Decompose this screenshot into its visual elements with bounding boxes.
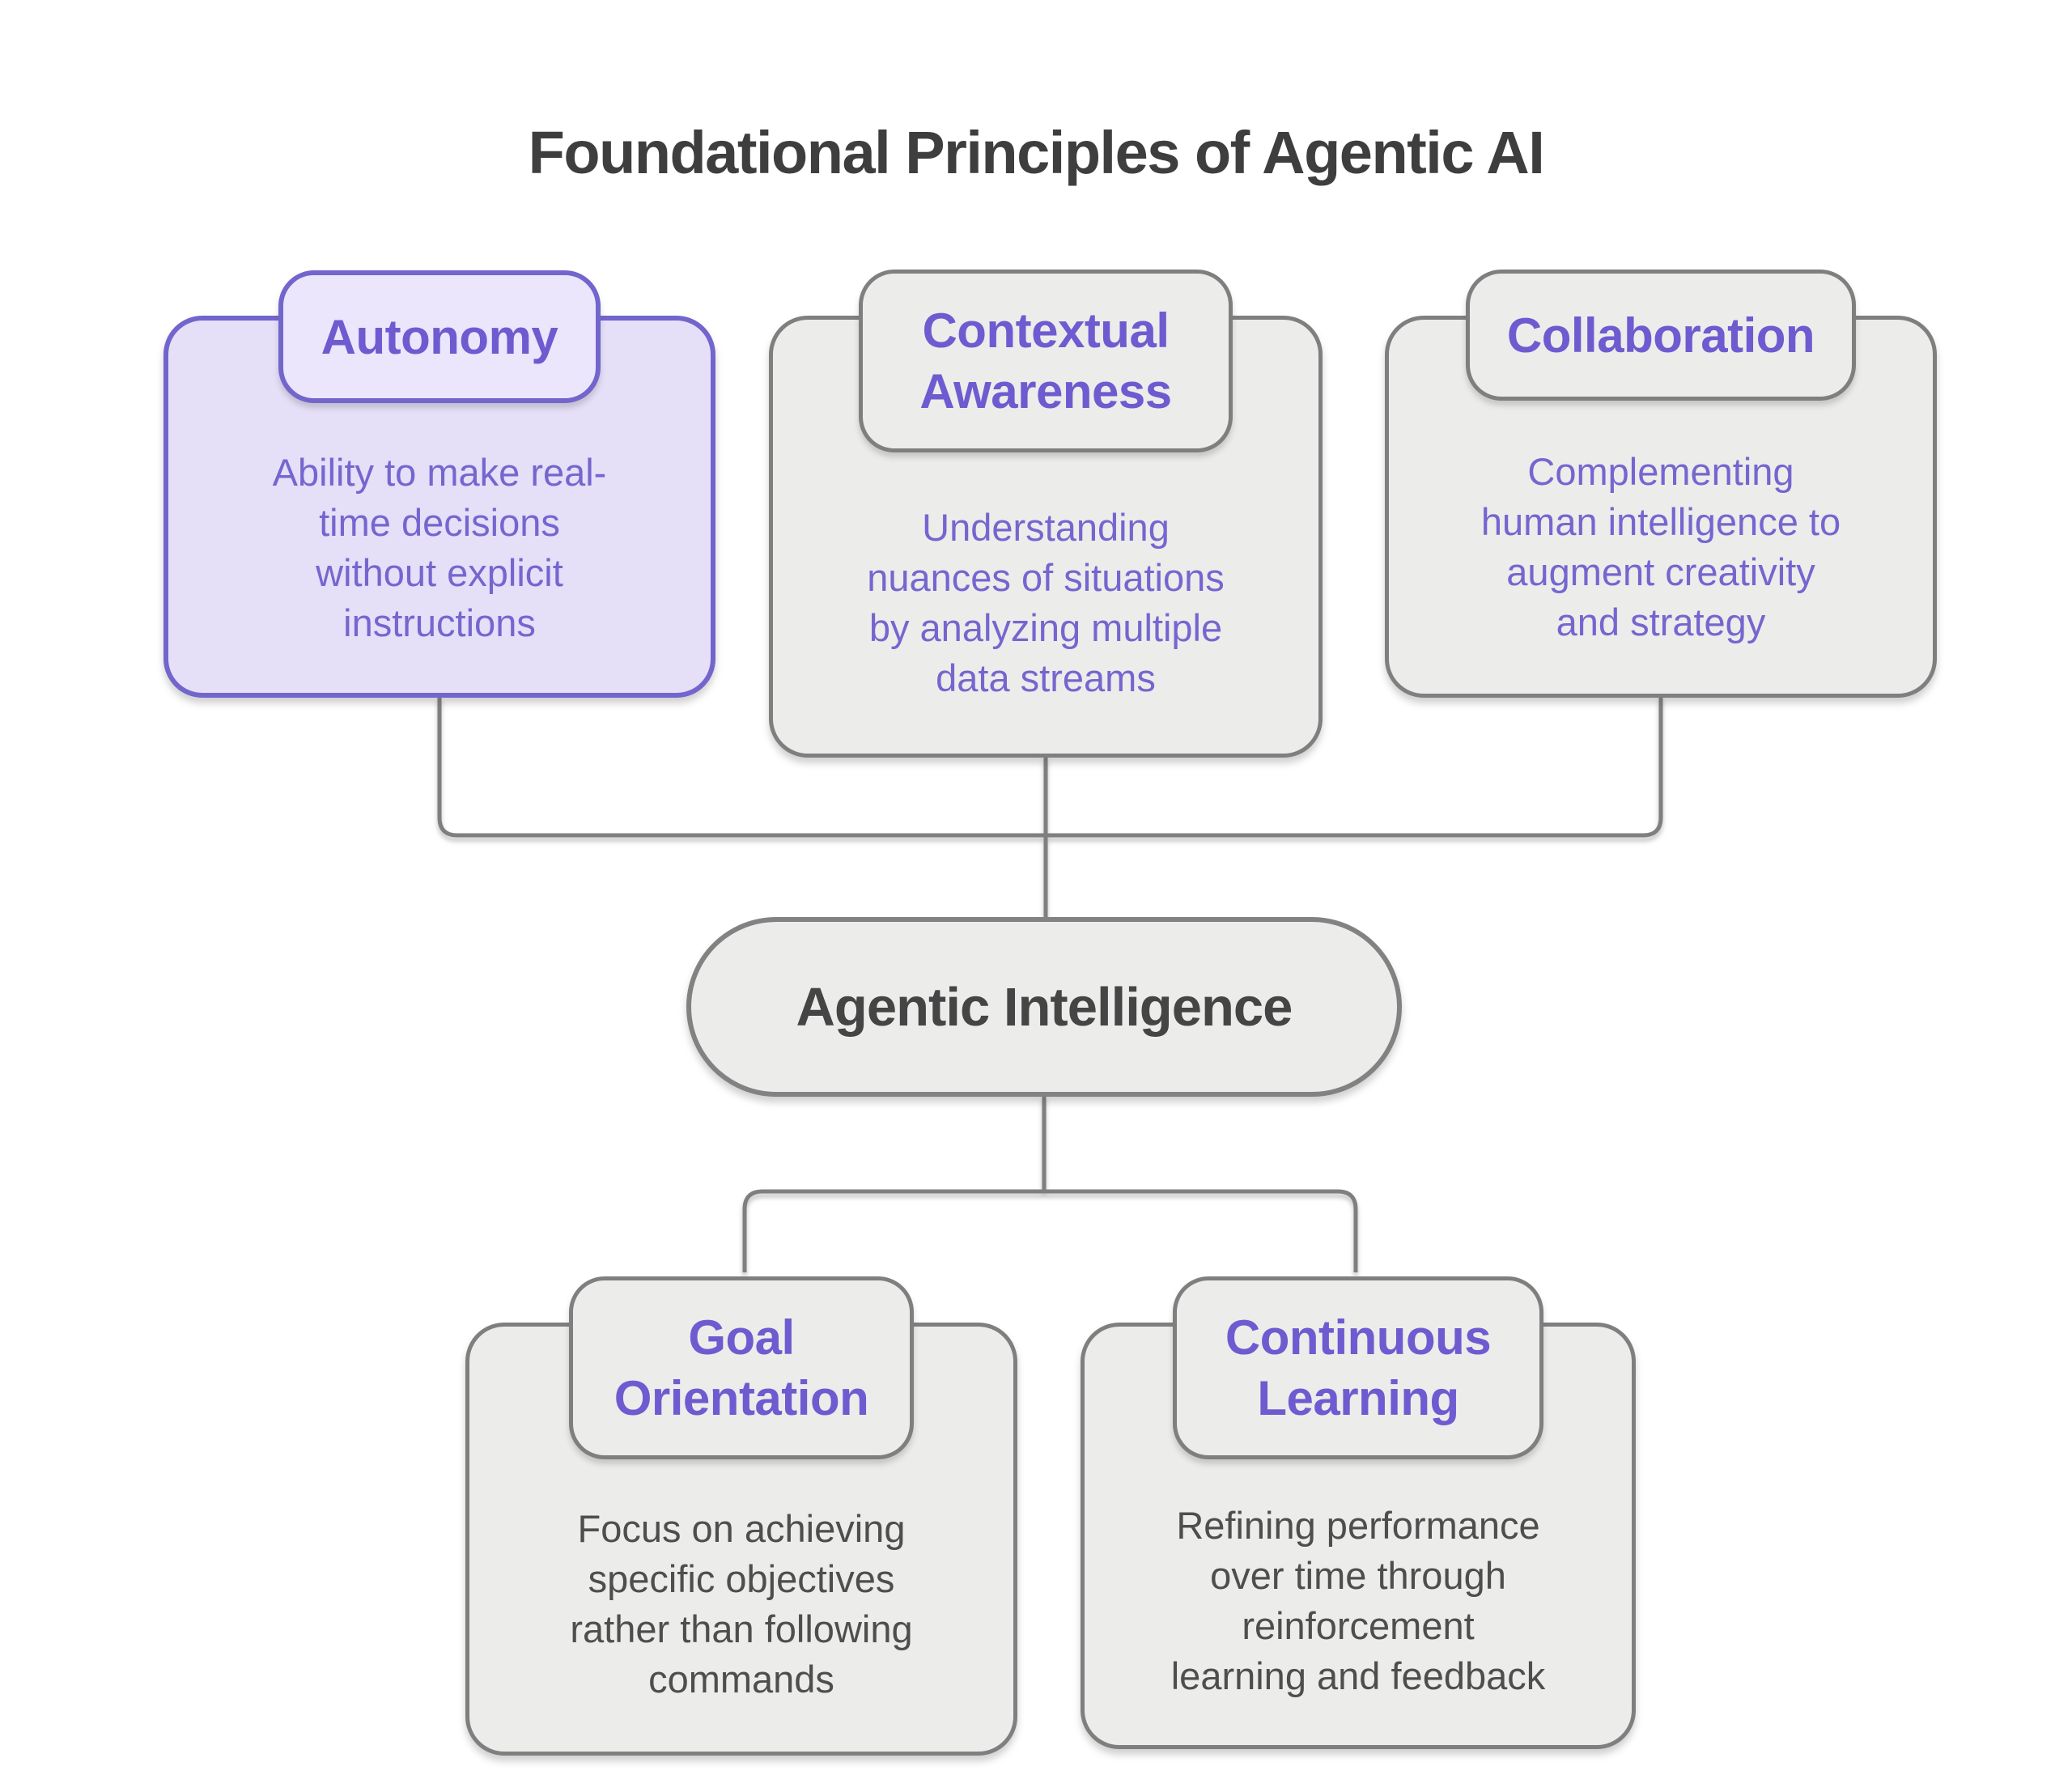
node-goal-orientation: Goal Orientation Focus on achieving spec… [465, 1276, 1017, 1756]
node-continuous-learning-header: Continuous Learning [1173, 1276, 1543, 1459]
node-autonomy: Autonomy Ability to make real- time deci… [163, 270, 715, 698]
node-goal-orientation-header: Goal Orientation [569, 1276, 914, 1459]
node-collaboration-description: Complementing human intelligence to augm… [1480, 450, 1841, 643]
node-contextual-awareness: Contextual Awareness Understanding nuanc… [769, 270, 1323, 758]
node-goal-orientation-description: Focus on achieving specific objectives r… [570, 1507, 913, 1701]
node-autonomy-title: Autonomy [321, 309, 558, 364]
node-collaboration: Collaboration Complementing human intell… [1385, 270, 1937, 698]
node-continuous-learning: Continuous Learning Refining performance… [1081, 1276, 1636, 1749]
node-contextual-awareness-header: Contextual Awareness [859, 270, 1233, 452]
node-contextual-awareness-description: Understanding nuances of situations by a… [867, 506, 1225, 699]
node-collaboration-title: Collaboration [1506, 308, 1815, 363]
node-continuous-learning-title: Continuous Learning [1225, 1310, 1492, 1425]
node-collaboration-header: Collaboration [1466, 270, 1856, 401]
node-agentic-intelligence-title: Agentic Intelligence [796, 976, 1293, 1038]
node-contextual-awareness-title: Contextual Awareness [919, 304, 1172, 418]
node-agentic-intelligence: Agentic Intelligence [686, 917, 1402, 1097]
edge-top-bus [437, 696, 1663, 838]
node-continuous-learning-description: Refining performance over time through r… [1170, 1504, 1546, 1697]
node-autonomy-description: Ability to make real- time decisions wit… [272, 451, 607, 644]
node-goal-orientation-title: Goal Orientation [614, 1310, 869, 1425]
edge-bottom-split [742, 1189, 1358, 1272]
node-autonomy-header: Autonomy [278, 270, 601, 403]
page-title: Foundational Principles of Agentic AI [528, 119, 1545, 186]
